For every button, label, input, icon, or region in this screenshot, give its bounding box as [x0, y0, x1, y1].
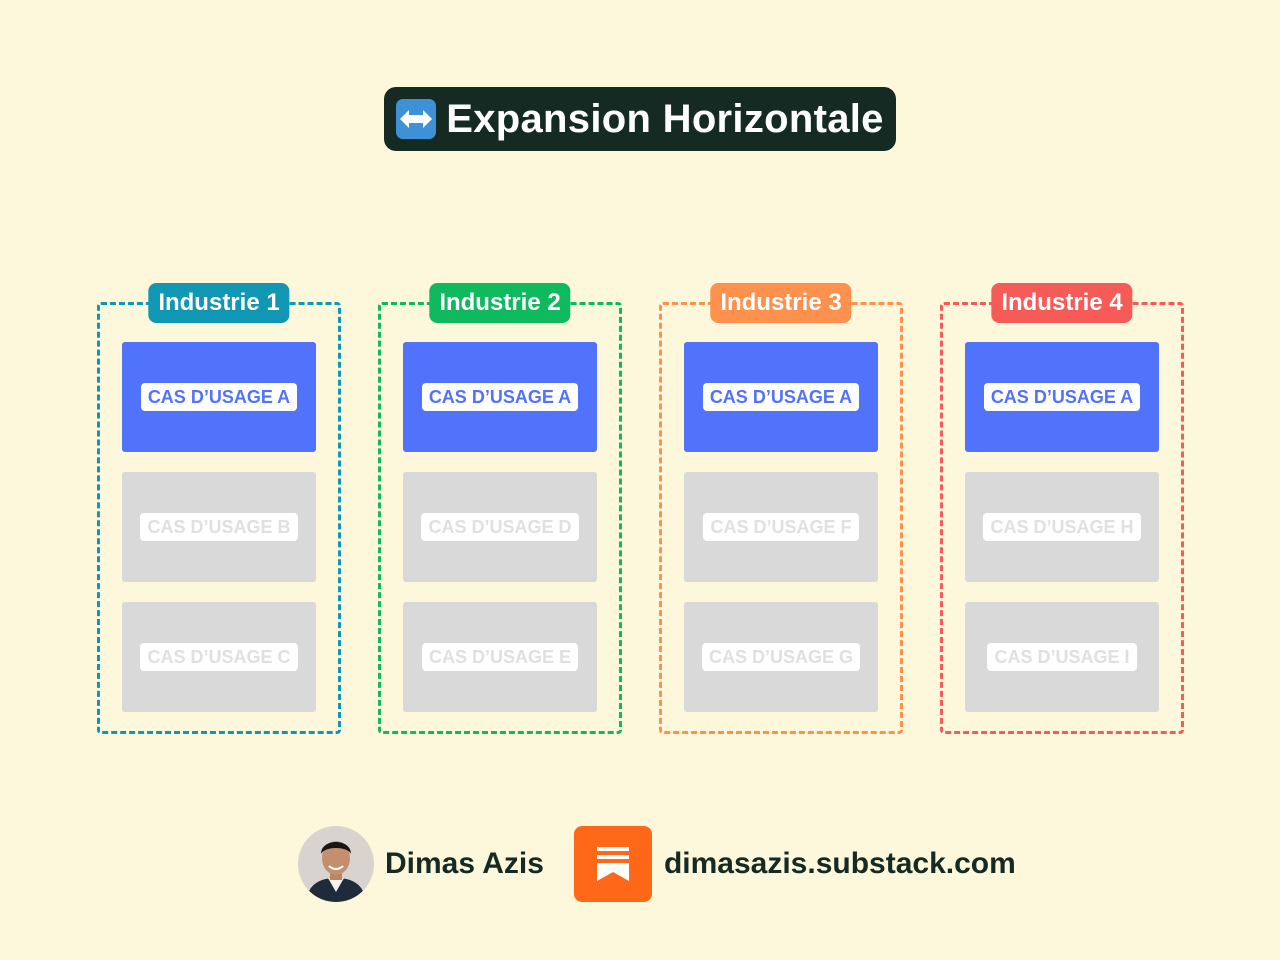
usecase-label: CAS D’USAGE B: [140, 513, 298, 541]
usecase-card: CAS D’USAGE A: [122, 342, 316, 452]
industry-group-4: Industrie 4 CAS D’USAGE A CAS D’USAGE H CAS…: [940, 283, 1184, 734]
industry-label: Industrie 2: [429, 283, 571, 323]
usecase-card: CAS D’USAGE A: [684, 342, 878, 452]
usecase-label: CAS D’USAGE E: [421, 643, 579, 671]
usecase-card: CAS D’USAGE E: [403, 602, 597, 712]
usecase-card: CAS D’USAGE A: [965, 342, 1159, 452]
substack-bookmark-icon: [596, 847, 629, 881]
usecase-label: CAS D’USAGE A: [140, 383, 298, 411]
author-name: Dimas Azis: [385, 847, 544, 880]
usecase-card: CAS D’USAGE C: [122, 602, 316, 712]
usecase-card: CAS D’USAGE I: [965, 602, 1159, 712]
industry-label: Industrie 4: [991, 283, 1133, 323]
usecase-card: CAS D’USAGE D: [403, 472, 597, 582]
usecase-label: CAS D’USAGE I: [987, 643, 1137, 671]
industry-group-1: Industrie 1 CAS D’USAGE A CAS D’USAGE B CAS…: [97, 283, 341, 734]
industry-label: Industrie 3: [710, 283, 852, 323]
usecase-label: CAS D’USAGE D: [421, 513, 579, 541]
usecase-card: CAS D’USAGE B: [122, 472, 316, 582]
usecase-label: CAS D’USAGE A: [983, 383, 1141, 411]
page-title: Expansion Horizontale: [446, 96, 884, 141]
substack-logo-icon: [573, 826, 652, 902]
usecase-card: CAS D’USAGE F: [684, 472, 878, 582]
usecase-label: CAS D’USAGE H: [983, 513, 1141, 541]
usecase-label: CAS D’USAGE A: [421, 383, 579, 411]
left-right-arrow-icon: [396, 99, 437, 139]
industry-label: Industrie 1: [148, 283, 290, 323]
footer: Dimas Azis dimasazis.substack.com: [298, 826, 1016, 902]
usecase-card: CAS D’USAGE G: [684, 602, 878, 712]
usecase-label: CAS D’USAGE F: [703, 513, 859, 541]
usecase-card: CAS D’USAGE H: [965, 472, 1159, 582]
site-url[interactable]: dimasazis.substack.com: [663, 847, 1016, 880]
usecase-label: CAS D’USAGE C: [140, 643, 298, 671]
usecase-card: CAS D’USAGE A: [403, 342, 597, 452]
title-banner: Expansion Horizontale: [384, 87, 896, 151]
usecase-label: CAS D’USAGE G: [701, 643, 861, 671]
usecase-label: CAS D’USAGE A: [702, 383, 860, 411]
author-avatar: [298, 826, 374, 902]
industry-group-2: Industrie 2 CAS D’USAGE A CAS D’USAGE D CAS…: [378, 283, 622, 734]
industry-group-3: Industrie 3 CAS D’USAGE A CAS D’USAGE F CAS…: [659, 283, 903, 734]
